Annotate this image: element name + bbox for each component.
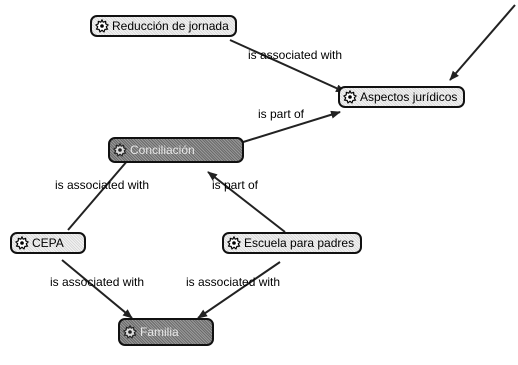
node-label: CEPA [32,236,64,250]
edge-conciliacion-aspectos [239,110,341,144]
edge-conciliacion-cepa [67,153,134,231]
edge-label-cepa-familia: is associated with [50,275,145,289]
gear-icon [113,143,127,157]
edge-cepa-familia [61,259,133,319]
gear-icon [227,236,241,250]
node-label: Reducción de jornada [112,19,229,33]
edge-escuela-conciliacion [207,171,286,233]
edge-label-conciliacion-cepa: is associated with [55,178,150,192]
edge-reduccion-aspectos [229,39,346,93]
gear-icon [123,325,137,339]
edge-label-conciliacion-aspectos: is part of [258,107,305,121]
gear-icon [95,19,109,33]
node-escuela-para-padres[interactable]: Escuela para padres [222,232,363,254]
node-label: Familia [140,325,179,339]
edge-label-reduccion-aspectos: is associated with [248,48,343,62]
node-conciliacion[interactable]: Conciliación [108,137,244,163]
edge-escuela-familia [197,261,281,319]
node-aspectos-juridicos[interactable]: Aspectos jurídicos [338,86,466,108]
edge-external-aspectos [449,4,516,81]
node-label: Conciliación [130,143,195,157]
edge-label-escuela-conciliacion: is part of [212,178,259,192]
gear-icon [15,236,29,250]
node-familia[interactable]: Familia [118,318,214,346]
node-reduccion-de-jornada[interactable]: Reducción de jornada [90,15,237,37]
gear-icon [343,90,357,104]
node-label: Aspectos jurídicos [360,90,458,104]
edge-label-escuela-familia: is associated with [186,275,281,289]
node-cepa[interactable]: CEPA [10,232,86,254]
node-label: Escuela para padres [244,236,355,250]
